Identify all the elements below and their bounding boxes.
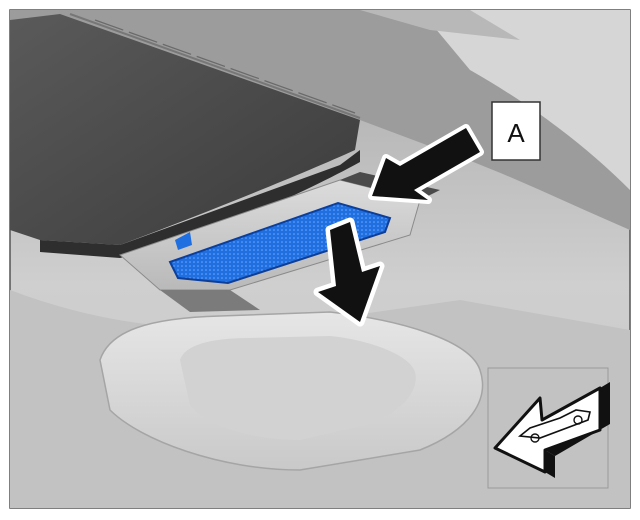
highlighted-component — [168, 201, 392, 285]
press-down-arrow-icon — [313, 217, 385, 327]
vehicle-forward-direction-icon — [487, 367, 610, 489]
callout-pointer-arrow-icon — [368, 124, 484, 204]
callout-label-box: A — [491, 101, 541, 161]
callout-label: A — [507, 118, 525, 148]
overhead-panel — [10, 13, 361, 258]
lower-console — [10, 290, 630, 508]
